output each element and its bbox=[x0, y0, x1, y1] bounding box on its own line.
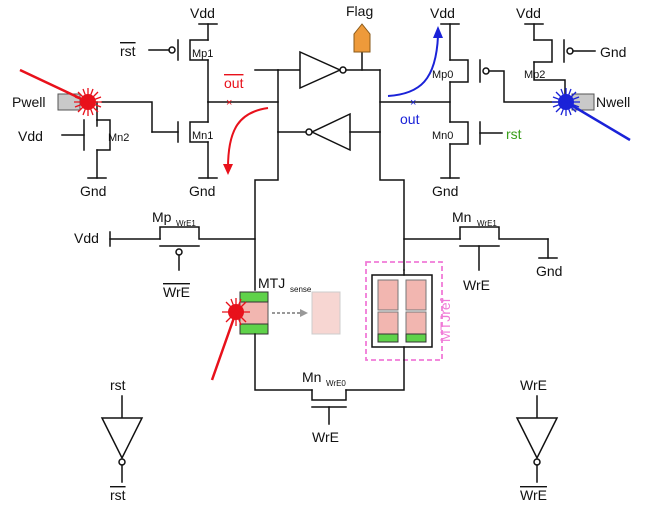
right-bus-down bbox=[379, 131, 405, 271]
latch-inverter-top bbox=[299, 50, 342, 90]
outbar-label: out bbox=[224, 75, 244, 91]
mtj-sense-top-layer bbox=[239, 291, 269, 303]
red-current-arrow bbox=[227, 107, 269, 169]
mtj-sense-main-label: MTJ bbox=[258, 275, 285, 291]
mn0-gate-rst-label: rst bbox=[506, 126, 522, 142]
mp2-vdd-label: Vdd bbox=[516, 5, 541, 21]
out-label: out bbox=[400, 111, 420, 127]
mp2-label: Mp2 bbox=[524, 69, 545, 81]
strike-red-mtj bbox=[210, 298, 250, 381]
mn2-label: Mn2 bbox=[108, 132, 129, 144]
pwell-gate-wire bbox=[101, 101, 153, 133]
mtj-sense-ghost-cell bbox=[311, 291, 341, 335]
mn1-label: Mn1 bbox=[192, 130, 213, 142]
mp-wre1-sub-label: WrE1 bbox=[176, 219, 196, 228]
mtj-sense-sub-label: sense bbox=[290, 285, 312, 294]
wre-inverter: WrE WrE bbox=[515, 377, 559, 503]
wre-inverter-input-label: WrE bbox=[520, 377, 547, 393]
rst-inverter-output-label: rst bbox=[110, 487, 126, 503]
mp-wre1-main-label: Mp bbox=[152, 209, 172, 225]
mp0-vdd-label: Vdd bbox=[430, 5, 455, 21]
mp1-vdd-label: Vdd bbox=[190, 5, 215, 21]
flag-label: Flag bbox=[346, 3, 373, 19]
strike-blue-nwell bbox=[552, 88, 631, 142]
latch-inverter-top-bubble bbox=[339, 66, 347, 74]
mp2-transistor: Vdd Gnd Mp2 bbox=[516, 5, 626, 95]
out-cross-mark: × bbox=[410, 97, 416, 109]
mtj-ref-label: MTJref bbox=[437, 298, 453, 342]
mn-wre1-gate-label: WrE bbox=[463, 277, 490, 293]
mp2-gate-gnd-label: Gnd bbox=[600, 44, 626, 60]
mn0-transistor: rst Mn0 Gnd bbox=[432, 121, 522, 199]
mn-wre0-transistor: Mn WrE0 WrE bbox=[302, 369, 347, 445]
mn-wre1-transistor: Mn WrE1 WrE Gnd bbox=[403, 209, 562, 293]
mn1-gnd-label: Gnd bbox=[189, 183, 215, 199]
flag-pin bbox=[353, 23, 371, 53]
mp0-label: Mp0 bbox=[432, 69, 453, 81]
mn2-gnd-label: Gnd bbox=[80, 183, 106, 199]
wre-inverter-output-label: WrE bbox=[520, 487, 547, 503]
mn-wre0-gate-label: WrE bbox=[312, 429, 339, 445]
mtj-ref-cell-2 bbox=[405, 279, 427, 311]
mn-wre1-main-label: Mn bbox=[452, 209, 471, 225]
mn-wre1-sub-label: WrE1 bbox=[477, 219, 497, 228]
left-bus-down bbox=[254, 131, 279, 291]
mn-wre0-main-label: Mn bbox=[302, 369, 321, 385]
mp0-transistor: Vdd Mp0 bbox=[430, 5, 561, 123]
mn2-vdd-label: Vdd bbox=[18, 128, 43, 144]
rst-inverter: rst rst bbox=[100, 377, 144, 503]
mp1-label: Mp1 bbox=[192, 48, 213, 60]
mn-wre1-gnd-label: Gnd bbox=[536, 263, 562, 279]
pwell-label: Pwell bbox=[12, 94, 45, 110]
blue-arrow-head bbox=[433, 26, 443, 38]
mn1-transistor: Mn1 Gnd bbox=[151, 101, 218, 199]
mtj-ref: MTJref bbox=[345, 261, 453, 391]
nwell-label: Nwell bbox=[596, 94, 630, 110]
mn0-gnd-label: Gnd bbox=[432, 183, 458, 199]
latch-inverter-bottom bbox=[310, 112, 351, 152]
strike-red-pwell bbox=[19, 68, 102, 116]
mp-wre1-vdd-label: Vdd bbox=[74, 230, 99, 246]
mp-wre1-transistor: Vdd Mp WrE1 WrE bbox=[74, 209, 256, 300]
red-arrow-head bbox=[223, 164, 233, 175]
mp1-transistor: Vdd rst Mp1 bbox=[120, 5, 218, 103]
mtj-sense: MTJ sense bbox=[239, 275, 341, 391]
latch: Flag bbox=[277, 3, 381, 152]
latch-inverter-bottom-bubble bbox=[305, 128, 313, 136]
mn2-transistor: Vdd Mn2 Gnd bbox=[18, 101, 129, 199]
mn0-label: Mn0 bbox=[432, 130, 453, 142]
rst-inverter-input-label: rst bbox=[110, 377, 126, 393]
mp1-gate-rst-label: rst bbox=[120, 43, 136, 59]
mtj-sense-bottom-layer bbox=[239, 323, 269, 335]
mtj-ref-border bbox=[365, 261, 443, 361]
blue-current-arrow bbox=[387, 35, 439, 97]
mtj-ref-cell-1 bbox=[377, 279, 399, 311]
outbar-cross-mark: × bbox=[226, 97, 232, 109]
mn-wre0-sub-label: WrE0 bbox=[326, 379, 346, 388]
mp-wre1-gate-label: WrE bbox=[163, 284, 190, 300]
